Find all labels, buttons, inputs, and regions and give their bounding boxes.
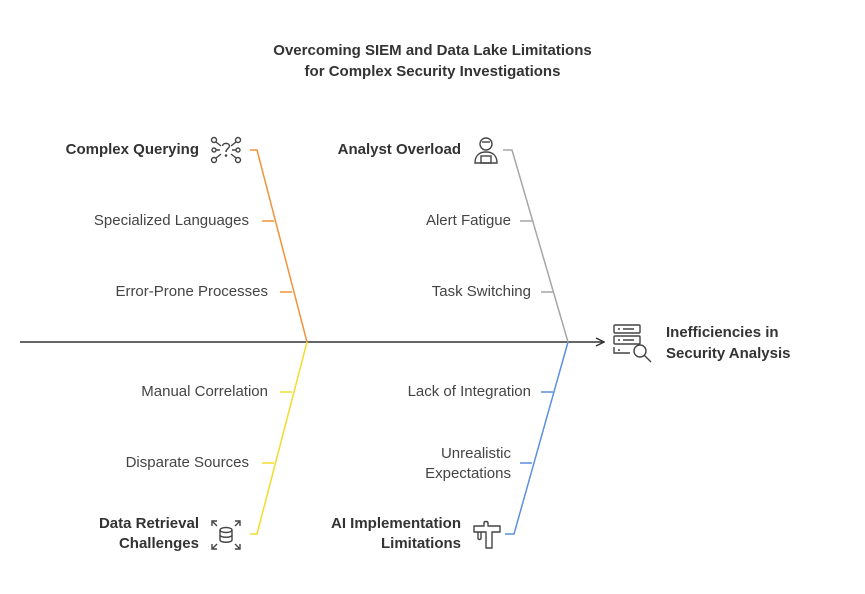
diagram-title: Overcoming SIEM and Data Lake Limitation… — [0, 40, 865, 82]
category-complex-querying: Complex Querying — [65, 141, 199, 158]
category-data-retrieval-line-2: Challenges — [118, 535, 199, 552]
category-data-retrieval-line-1: Data Retrieval — [98, 515, 199, 532]
title-line-2: for Complex Security Investigations — [304, 63, 561, 80]
title-line-1: Overcoming SIEM and Data Lake Limitation… — [273, 42, 592, 59]
bone-data-retrieval — [250, 341, 308, 535]
category-analyst-overload: Analyst Overload — [337, 141, 461, 158]
category-ai-implementation: AI Implementation Limitations — [331, 514, 461, 554]
cause-task-switching: Task Switching — [431, 283, 531, 300]
cause-error-prone-processes: Error-Prone Processes — [115, 283, 268, 300]
cause-unrealistic-line-2: Expectations — [425, 465, 511, 482]
cause-disparate-sources: Disparate Sources — [125, 454, 249, 471]
puzzle-hand-icon — [473, 520, 501, 549]
cause-unrealistic-expectations: Unrealistic Expectations — [425, 444, 511, 484]
analyst-icon — [474, 137, 498, 164]
bone-ai-implementation — [505, 341, 569, 535]
cause-specialized-languages: Specialized Languages — [93, 212, 249, 229]
bone-complex-querying — [250, 149, 308, 343]
category-ai-implementation-line-1: AI Implementation — [330, 515, 461, 532]
network-question-icon — [210, 136, 242, 164]
bone-analyst-overload — [503, 149, 569, 343]
server-search-icon — [613, 324, 652, 363]
category-ai-implementation-line-2: Limitations — [380, 535, 461, 552]
effect-line-1: Inefficiencies in — [666, 324, 779, 341]
cause-manual-correlation: Manual Correlation — [141, 383, 268, 400]
effect-label: Inefficiencies in Security Analysis — [666, 322, 791, 364]
cause-alert-fatigue: Alert Fatigue — [425, 212, 511, 229]
database-expand-icon — [211, 520, 241, 550]
category-data-retrieval: Data Retrieval Challenges — [99, 514, 199, 554]
effect-line-2: Security Analysis — [666, 345, 791, 362]
cause-unrealistic-line-1: Unrealistic — [440, 445, 511, 462]
cause-lack-of-integration: Lack of Integration — [407, 383, 531, 400]
